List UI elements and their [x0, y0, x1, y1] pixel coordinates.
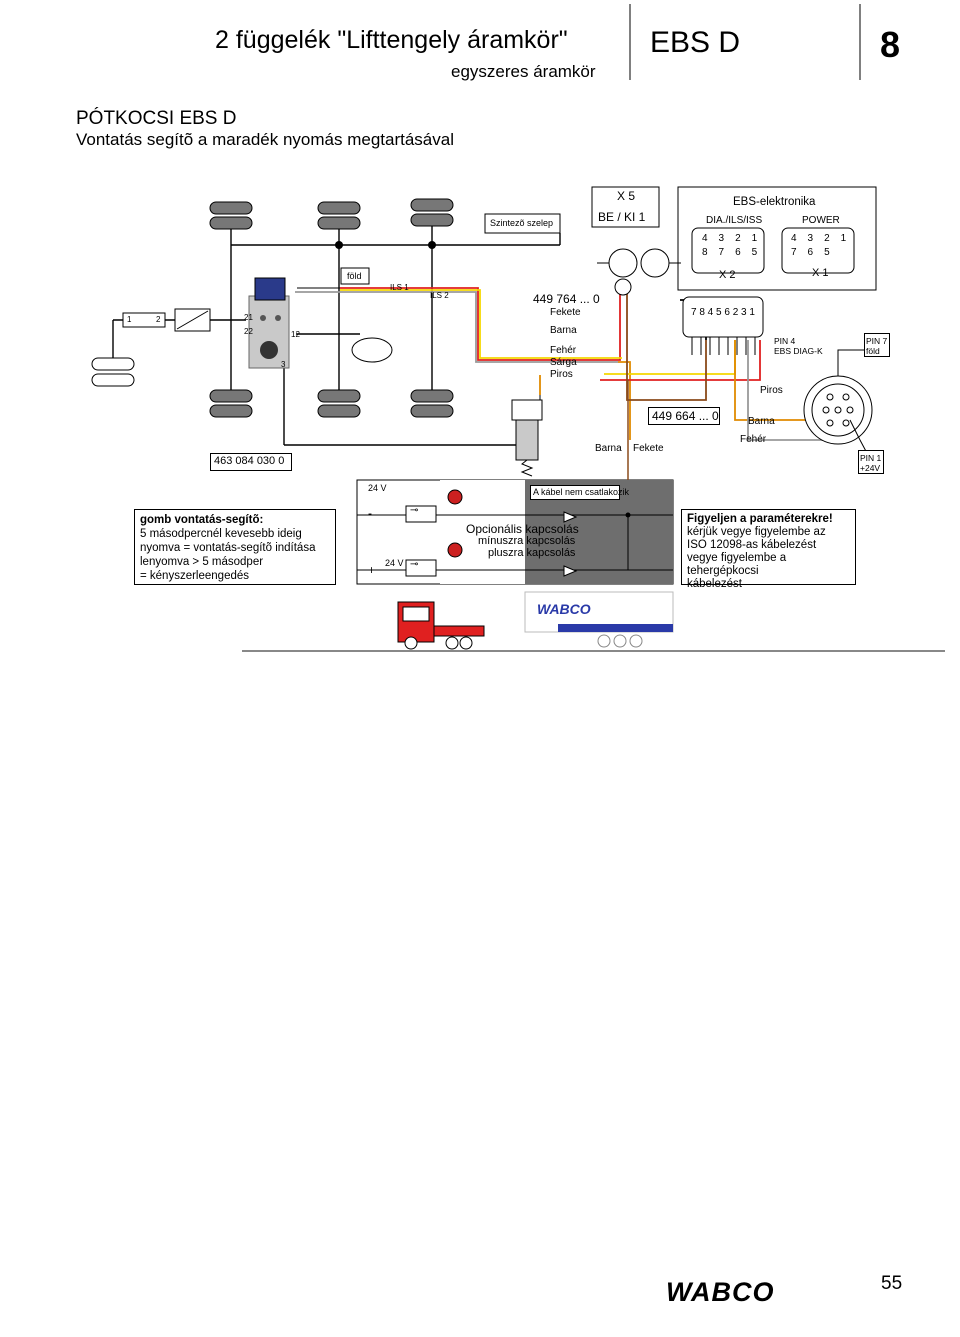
reservoir — [351, 337, 393, 363]
chapter-number: 8 — [880, 24, 901, 65]
wire-sarga: Sárga — [550, 357, 577, 368]
power-connector — [781, 227, 855, 274]
page-title: 2 függelék "Lifttengely áramkör" — [215, 26, 568, 54]
dia-label: DIA./ILS/ISS — [706, 215, 763, 226]
note-left-title: gomb vontatás-segítõ: — [140, 514, 264, 526]
power-pins-top: 4321 — [791, 233, 858, 244]
x5-sub-label: BE / KI 1 — [598, 210, 646, 224]
solenoid-valve — [515, 419, 539, 461]
pin1-box — [858, 450, 884, 474]
note-right-line-4: kábelezést — [687, 578, 742, 590]
power-pins-bottom: 765 — [791, 247, 841, 258]
x1-label: X 1 — [812, 267, 829, 279]
switch-minus-icon[interactable]: ⊸ — [410, 505, 419, 516]
product-name: EBS D — [650, 26, 741, 59]
note-left-line-1: 5 másodpercnél kevesebb ideig — [140, 528, 302, 540]
cable-note-label: A kábel nem csatlakozik — [533, 487, 630, 497]
switch-plus-icon[interactable]: ⊸ — [410, 559, 419, 570]
feher-right-label: Fehér — [740, 434, 767, 445]
barna-right-label: Barna — [748, 416, 775, 427]
note-right: Figyeljen a paraméterekre! kérjük vegye … — [681, 509, 856, 590]
optional-title: Opcionális kapcsolás — [466, 522, 579, 536]
cable-449664-label: 449 664 ... 0 — [652, 409, 719, 423]
wire-piros: Piros — [550, 369, 573, 380]
x5-plug-left — [608, 248, 638, 278]
lift-bellows — [91, 357, 135, 387]
valve-1 — [122, 312, 166, 328]
plus-label: + — [368, 563, 376, 577]
piros-label: Piros — [760, 385, 783, 396]
v24-bottom-label: 24 V — [385, 558, 404, 568]
x2-label: X 2 — [719, 269, 736, 281]
ebs-diag-label: EBS DIAG-K — [774, 346, 823, 356]
plus-switch-label: pluszra kapcsolás — [488, 547, 576, 559]
wire-fekete: Fekete — [550, 307, 581, 318]
lamp-bottom — [447, 542, 463, 558]
trailer-logo: WABCO — [537, 601, 591, 617]
part-463-label: 463 084 030 0 — [214, 455, 285, 467]
x5-label: X 5 — [617, 189, 636, 203]
pin4-label: PIN 4 — [774, 336, 796, 346]
note-left-line-2: nyomva = vontatás-segítõ indítása — [140, 542, 316, 554]
plug-pins-label: 7 8 4 5 6 2 3 1 — [691, 307, 755, 318]
pin1-label: PIN 1 — [860, 453, 882, 463]
valve-port-2: 2 — [156, 315, 161, 324]
note-left: gomb vontatás-segítõ: 5 másodpercnél kev… — [134, 509, 336, 585]
valve-port-12: 12 — [291, 330, 300, 339]
valve-port-22: 22 — [244, 327, 253, 336]
section-subtitle: Vontatás segítõ a maradék nyomás megtart… — [76, 130, 454, 149]
valve-port-3: 3 — [281, 360, 286, 369]
szintezo-label: Szintezõ szelep — [490, 218, 554, 228]
plug-8pin — [682, 296, 764, 338]
pin7-fold-label: föld — [866, 346, 880, 356]
note-right-line-3: vegye figyelembe a tehergépkocsi — [687, 552, 787, 577]
note-left-line-4: = kényszerleengedés — [140, 570, 250, 582]
wire-feher: Fehér — [550, 345, 577, 356]
wire-barna: Barna — [550, 325, 577, 336]
cable-note-box — [530, 485, 620, 500]
barna-bottom-label: Barna — [595, 443, 622, 454]
section-title: PÓTKOCSI EBS D — [76, 108, 237, 129]
x5-plug-right — [640, 248, 670, 278]
truck-illustration — [242, 591, 945, 652]
pin7-label: PIN 7 — [866, 336, 888, 346]
page-number: 55 — [881, 1273, 903, 1294]
power-label: POWER — [802, 215, 840, 226]
v24-top-label: 24 V — [368, 483, 387, 493]
pin7-box — [864, 333, 890, 357]
header-rules — [629, 4, 861, 80]
valve-port-1: 1 — [127, 315, 132, 324]
fold-label: föld — [347, 271, 362, 281]
page-subtitle: egyszeres áramkör — [451, 62, 596, 81]
footer-logo: WABCO — [666, 1277, 775, 1307]
note-right-title: Figyeljen a paraméterekre! — [687, 513, 833, 525]
ebs-electronics-label: EBS-elektronika — [733, 196, 816, 208]
lamp-top — [447, 489, 463, 505]
wiring-diagram — [91, 186, 945, 652]
cable-449764-label: 449 764 ... 0 — [533, 292, 600, 306]
dia-pins-bottom: 8765 — [702, 247, 769, 258]
note-left-line-3: lenyomva > 5 másodper — [140, 556, 264, 568]
note-right-line-2: ISO 12098-as kábelezést — [687, 539, 817, 551]
note-right-line-1: kérjük vegye figyelembe az — [687, 526, 826, 538]
ils2-label: ILS 2 — [430, 291, 449, 300]
fekete-bottom-label: Fekete — [633, 443, 664, 454]
x5-box — [591, 186, 660, 228]
szintezo-box — [484, 213, 561, 234]
ils1-label: ILS 1 — [390, 283, 409, 292]
pin1-voltage-label: +24V — [860, 463, 881, 473]
part-463-box — [210, 453, 292, 471]
minus-switch-label: mínuszra kapcsolás — [478, 535, 576, 547]
valve-port-21: 21 — [244, 313, 253, 322]
cable-449664-box — [648, 407, 720, 425]
air-bellows-group — [209, 198, 454, 418]
minus-label: - — [368, 506, 372, 520]
dia-pins-top: 4321 — [702, 233, 769, 244]
dia-connector — [691, 227, 765, 274]
